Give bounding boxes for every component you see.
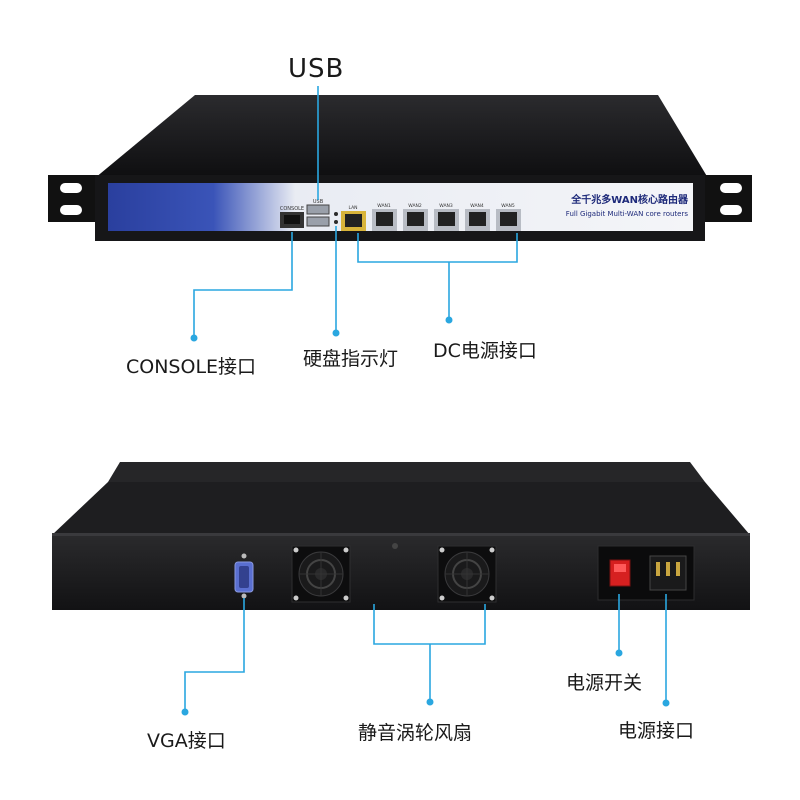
ear-slot [720,183,742,193]
console-callout-line [193,232,293,338]
front-top-lid [95,95,708,178]
power-switch-callout-label: 电源开关 [566,672,643,694]
console-callout-label: CONSOLE接口 [126,356,257,378]
back-top-lid [52,482,750,535]
dc-power-callout-label: DC电源接口 [433,340,537,362]
hdd-led [334,212,338,216]
fan-left [291,545,351,603]
ear-slot [60,205,82,215]
back-callout-dots [181,649,670,716]
usb-port-label: USB [313,199,324,205]
dc-callout-bracket [357,233,518,263]
reset-hole [392,543,398,549]
hdd-callout-label: 硬盘指示灯 [303,348,399,370]
brand-title: 全千兆多WAN核心路由器 [570,193,689,206]
wan2-port-label: WAN2 [408,203,422,209]
brand-subtitle: Full Gigabit Multi-WAN core routers [566,210,689,218]
front-callout-dots [190,316,453,342]
lan-port-label: LAN [348,205,357,211]
front-callout-lines [193,86,518,338]
ear-slot [720,205,742,215]
ear-slot [60,183,82,193]
wan1-port-label: WAN1 [377,203,391,209]
wan3-port-label: WAN3 [439,203,453,209]
vga-screw [241,553,247,559]
vga-callout-label: VGA接口 [147,730,226,752]
power-socket-callout-label: 电源接口 [618,720,695,742]
wan4-port-label: WAN4 [470,203,484,209]
back-unit [52,462,750,610]
wan5-port-label: WAN5 [501,203,515,209]
console-port-label: CONSOLE [280,206,304,212]
usb-port-1 [306,204,330,215]
back-callout-lines [184,594,667,712]
usb-callout-label: USB [288,54,345,84]
front-unit: 全千兆多WAN核心路由器 Full Gigabit Multi-WAN core… [48,95,752,241]
fan-right [437,545,497,603]
power-led [334,220,338,224]
fans-callout-label: 静音涡轮风扇 [358,722,473,744]
vga-callout-line [184,598,245,712]
vga-screw [241,593,247,599]
usb-port-2 [306,216,330,227]
back-top-edge [108,462,705,482]
power-switch [609,559,631,587]
front-panel-face [108,183,693,231]
